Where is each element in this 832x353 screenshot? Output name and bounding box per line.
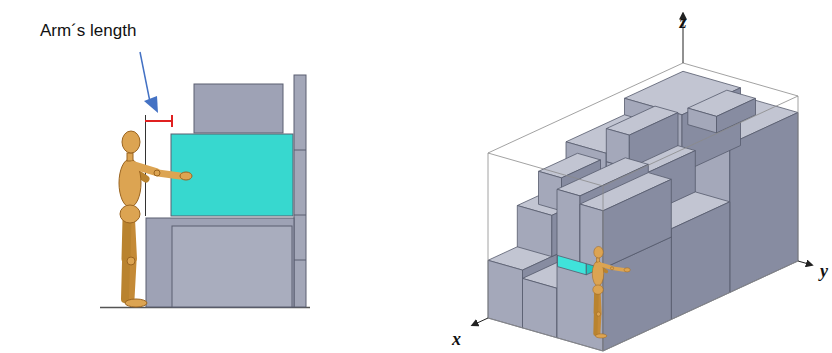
box-face <box>717 98 756 132</box>
frame-edge <box>488 153 489 318</box>
axis-label: y <box>820 262 828 282</box>
frame-edge <box>603 261 798 351</box>
manikin <box>119 131 192 307</box>
dimension-line <box>145 115 172 127</box>
y-axis <box>798 261 812 265</box>
frame-edge <box>683 63 798 96</box>
axes <box>472 14 811 326</box>
box-face <box>688 108 717 133</box>
manikin <box>592 246 630 338</box>
pointer-arrow <box>140 52 158 113</box>
axis-label: x <box>452 330 461 350</box>
x-axis <box>472 318 488 325</box>
box-face <box>629 113 678 169</box>
side-view <box>100 75 310 308</box>
frame-edge <box>488 63 683 153</box>
axis-label: z <box>679 13 686 33</box>
box-face <box>603 179 671 268</box>
dimension-label: Arm´s length <box>40 22 136 41</box>
container-frame <box>488 63 798 351</box>
frame-edge <box>603 96 798 186</box>
box-face <box>671 202 730 320</box>
frame-edge <box>798 96 799 261</box>
container-load <box>488 71 798 351</box>
frame-edge <box>488 318 603 351</box>
box-face <box>557 189 580 262</box>
box-face <box>517 206 552 257</box>
box-face <box>488 260 523 328</box>
frame-edge <box>488 153 603 186</box>
box-face <box>523 278 558 337</box>
